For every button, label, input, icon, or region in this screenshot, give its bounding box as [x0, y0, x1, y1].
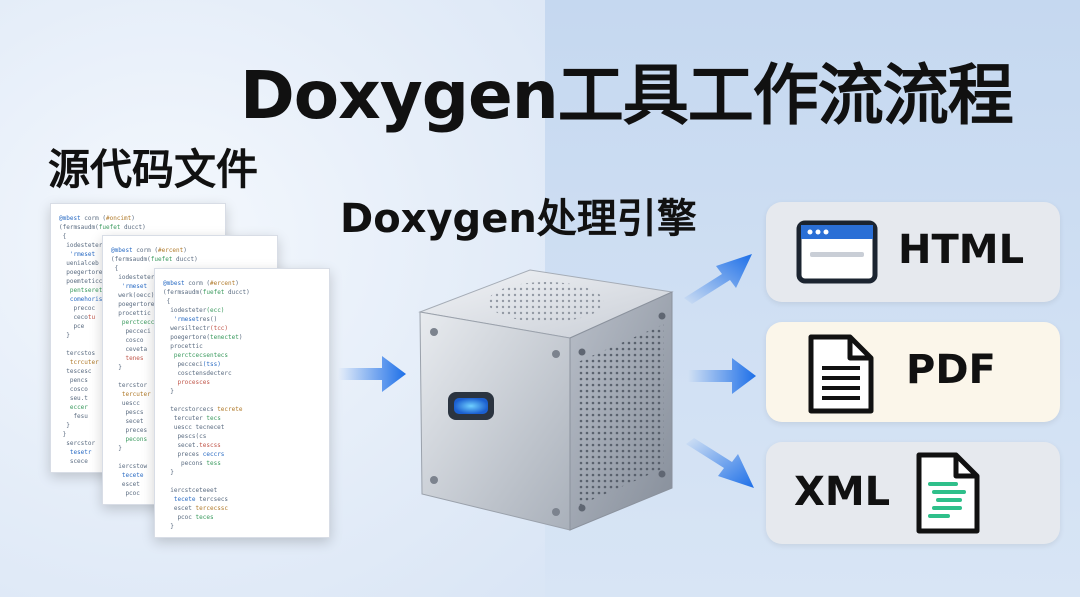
arrow-to-html	[684, 254, 752, 304]
diagram-title: Doxygen工具工作流流程	[240, 57, 1014, 134]
document-icon	[808, 334, 874, 414]
source-files-label: 源代码文件	[48, 145, 259, 194]
arrow-to-pdf	[688, 358, 756, 394]
output-html-label: HTML	[898, 227, 1025, 273]
xml-file-icon	[916, 452, 980, 534]
code-page-3: @mbest corm (#ercent) (fermsaudm(fuefet …	[154, 268, 330, 538]
output-xml-card: XML	[766, 442, 1060, 544]
browser-window-icon	[796, 220, 878, 284]
output-pdf-card: PDF	[766, 322, 1060, 422]
processing-engine-cube	[418, 269, 674, 531]
output-xml-label: XML	[794, 469, 891, 515]
output-pdf-label: PDF	[906, 347, 996, 393]
input-arrow	[338, 356, 406, 392]
arrow-to-xml	[686, 438, 754, 488]
engine-label: Doxygen处理引擎	[340, 196, 697, 242]
output-html-card: HTML	[766, 202, 1060, 302]
